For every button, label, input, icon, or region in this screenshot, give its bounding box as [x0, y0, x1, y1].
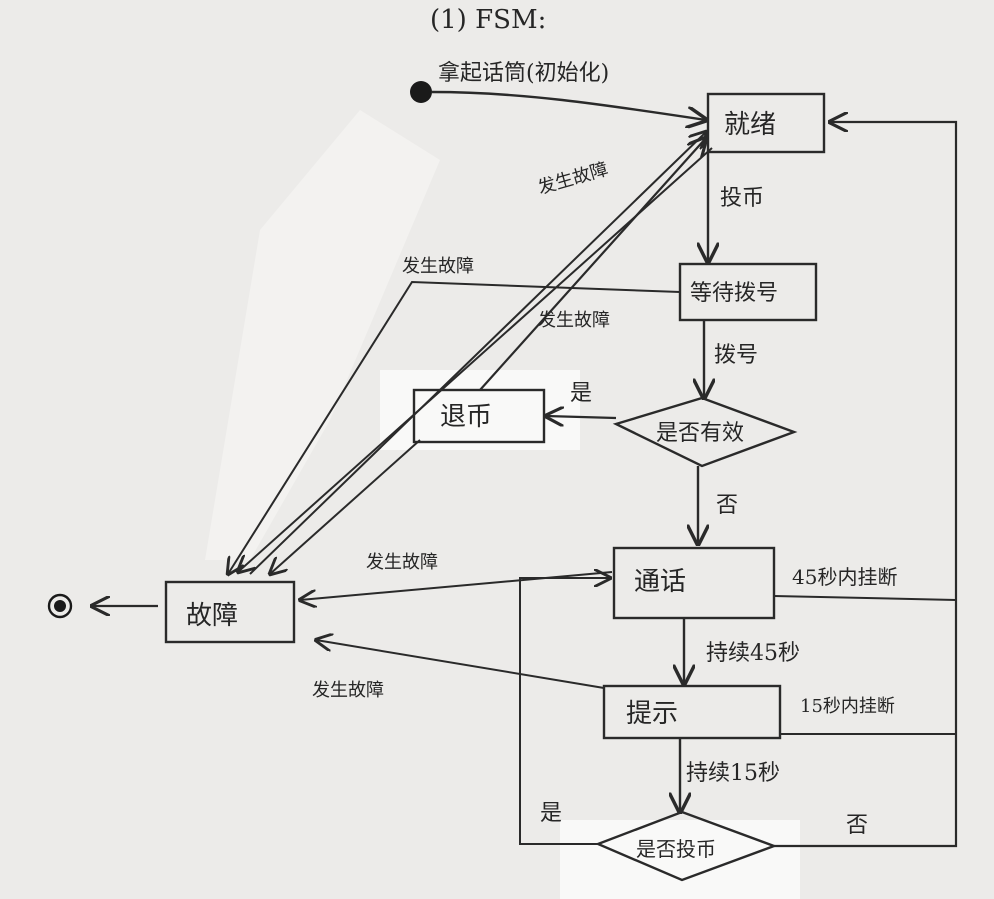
label-fault-from-wait-2: 发生故障 — [538, 310, 610, 331]
label-insert-coin: 投币 — [720, 186, 764, 211]
transition-hangup-45 — [773, 595, 957, 601]
state-fault-label: 故障 — [186, 601, 238, 631]
decision-coin-label: 是否投币 — [636, 837, 716, 861]
label-no-coin: 否 — [846, 813, 868, 838]
label-dial: 拨号 — [714, 343, 758, 368]
state-prompt-label: 提示 — [626, 699, 678, 729]
transition-fault-from-call — [300, 571, 613, 600]
transition-fault-from-wait — [228, 280, 681, 574]
final-state-outer — [47, 593, 73, 619]
state-refund-label: 退币 — [440, 402, 492, 432]
state-call-label: 通话 — [634, 567, 686, 597]
decision-valid — [612, 396, 798, 468]
label-continue-15: 持续15秒 — [686, 761, 780, 786]
transition-fault-from-refund — [270, 439, 421, 574]
state-wait-dial-label: 等待拨号 — [690, 281, 778, 306]
transition-yes-coin — [519, 578, 610, 845]
state-idle — [706, 92, 826, 154]
transition-fault-from-idle — [238, 147, 713, 572]
label-fault-from-prompt: 发生故障 — [312, 680, 384, 701]
diagram-title: (1) FSM: — [430, 5, 546, 35]
label-hangup-15: 15秒内挂断 — [800, 696, 895, 717]
state-idle-label: 就绪 — [724, 110, 776, 140]
decision-valid-label: 是否有效 — [656, 421, 744, 446]
label-fault-from-wait: 发生故障 — [402, 256, 474, 277]
label-hangup-45: 45秒内挂断 — [792, 565, 897, 589]
label-continue-45: 持续45秒 — [706, 641, 800, 666]
label-no-valid: 否 — [716, 493, 738, 518]
transition-refund-to-idle — [479, 138, 706, 391]
initial-state-dot — [410, 81, 432, 103]
state-fault — [164, 580, 296, 644]
transition-yes-refund — [546, 416, 617, 418]
transition-fault-from-prompt — [316, 640, 605, 689]
transition-pickup — [431, 90, 706, 120]
label-pickup: 拿起话筒(初始化) — [438, 60, 609, 86]
label-yes-refund: 是 — [570, 381, 592, 406]
transition-fault-to-idle — [249, 132, 706, 575]
state-prompt — [602, 684, 782, 740]
state-call — [612, 546, 776, 620]
final-state-inner — [54, 600, 66, 612]
label-yes-coin: 是 — [540, 801, 562, 826]
label-fault-from-call: 发生故障 — [366, 552, 438, 573]
transition-no-coin — [774, 122, 958, 848]
